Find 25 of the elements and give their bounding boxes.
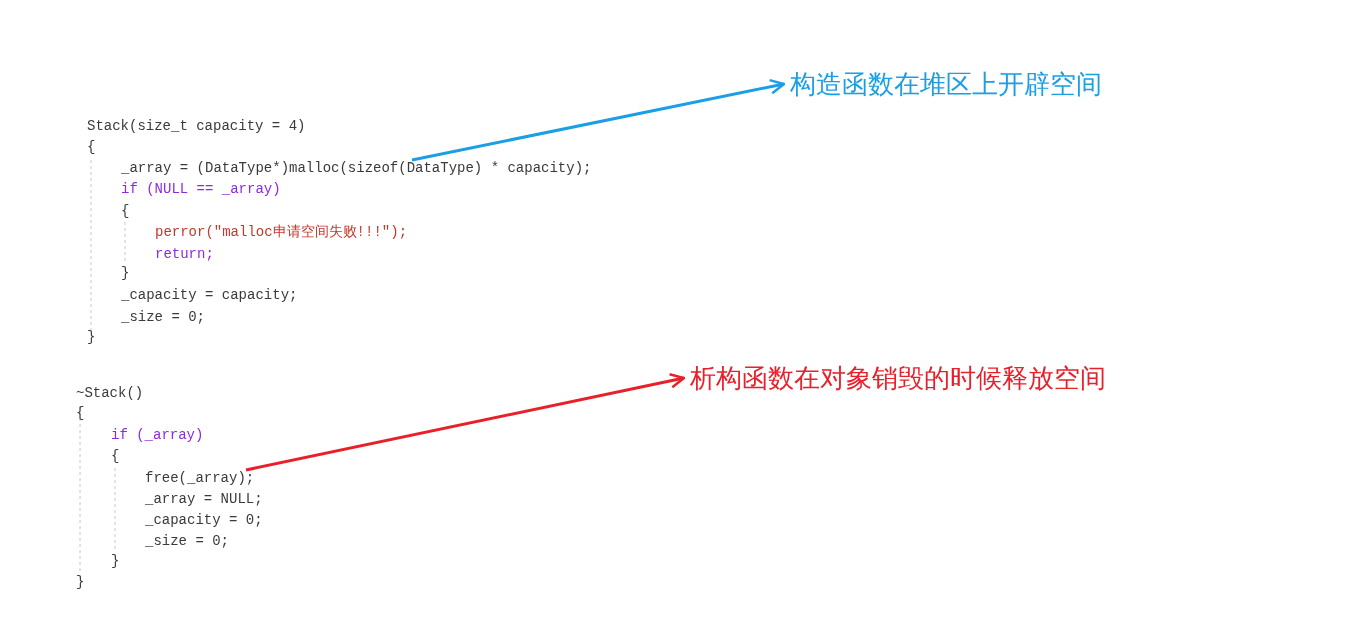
- code-line: Stack(size_t capacity = 4): [87, 117, 306, 135]
- code-line: _capacity = 0;: [145, 511, 263, 529]
- annotation-text: 构造函数在堆区上开辟空间: [790, 67, 1102, 101]
- code-line: {: [121, 202, 130, 220]
- code-line: _size = 0;: [145, 532, 229, 550]
- code-line: _array = (DataType*)malloc(sizeof(DataType) * capacity);: [121, 159, 592, 177]
- arrow: [411, 78, 786, 162]
- code-line: return;: [155, 245, 214, 263]
- code-line: }: [76, 573, 85, 591]
- code-line: }: [87, 328, 96, 346]
- code-line: perror("malloc申请空间失败!!!");: [155, 223, 408, 241]
- code-line: if (_array): [111, 426, 204, 444]
- code-line: {: [76, 404, 85, 422]
- code-line: free(_array);: [145, 469, 255, 487]
- code-line: {: [87, 138, 96, 156]
- code-line: _array = NULL;: [145, 490, 263, 508]
- code-line: if (NULL == _array): [121, 180, 281, 198]
- code-line: ~Stack(): [76, 384, 144, 402]
- code-line: _size = 0;: [121, 308, 205, 326]
- code-line: }: [121, 264, 130, 282]
- arrow: [245, 373, 686, 472]
- annotation-text: 析构函数在对象销毁的时候释放空间: [690, 361, 1106, 395]
- code-line: }: [111, 552, 120, 570]
- code-line: _capacity = capacity;: [121, 286, 298, 304]
- code-line: {: [111, 447, 120, 465]
